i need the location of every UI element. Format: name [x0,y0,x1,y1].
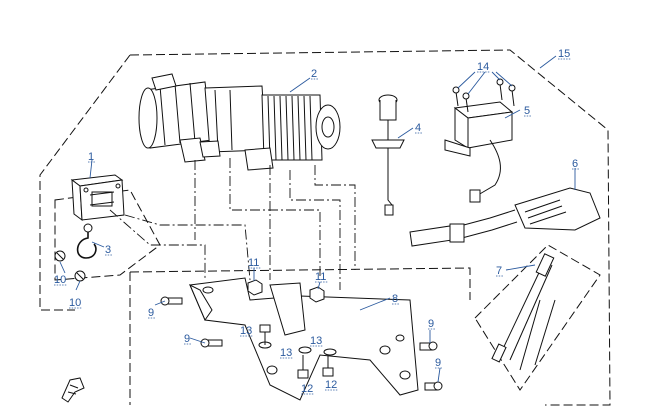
bolt-9-right-lower [424,381,443,391]
callout-10-upper: 10 [54,274,66,286]
nut-11-right [309,286,325,303]
bolt-10-upper [54,250,66,262]
bolt-10-lower [74,270,86,282]
group-outline-remote [474,244,601,391]
callout-9-right-upper: 9 [428,318,434,330]
callout-14: 14 [477,61,489,73]
kit-outline-15 [39,49,611,406]
callout-7: 7 [496,265,502,277]
front-direction-arrow-icon [61,377,85,403]
callout-11-right: 11 [315,271,326,283]
fairlead [70,174,125,222]
washer-13-b [298,346,312,354]
callout-13-b: 13 [280,347,292,359]
callout-5: 5 [524,105,530,117]
callout-9-left-lower: 9 [184,333,190,345]
callout-9-right-lower: 9 [435,357,441,369]
callout-12-left: 12 [301,383,313,395]
callout-4: 4 [415,122,421,134]
group-outline-fairlead [54,189,161,281]
callout-1: 1 [88,151,94,163]
callout-9-left-upper: 9 [148,307,154,319]
accessory-cable-set [491,253,556,371]
callout-labels: 1 2 3 4 5 6 7 8 9 9 9 9 10 10 11 11 12 1… [54,48,580,395]
washer-13-c [323,348,337,356]
handlebar-switch [371,94,405,216]
routing-lines [109,158,356,290]
callout-3: 3 [105,244,111,256]
callout-8: 8 [392,293,398,305]
group-outline-plate [129,267,471,405]
hook [76,223,97,259]
bolt-12-inner [259,324,271,345]
contactor-relay [444,101,514,203]
callout-13-a: 13 [240,325,252,337]
callout-11-left: 11 [248,257,259,269]
bolt-12-right [322,356,334,377]
callout-12-right: 12 [325,379,337,391]
screws-14 [452,78,516,113]
bolt-9-right-upper [419,341,438,351]
callout-15: 15 [558,48,570,60]
callout-10-lower: 10 [69,297,81,309]
handheld-remote [409,187,601,247]
callout-6: 6 [572,158,578,170]
winch-assembly [138,73,341,171]
callout-2: 2 [311,68,317,80]
bolt-12-left [297,355,309,379]
mounting-plate [189,277,419,401]
nut-11-left [247,279,263,296]
callout-13-c: 13 [310,335,322,347]
callout-leaders [59,55,576,383]
